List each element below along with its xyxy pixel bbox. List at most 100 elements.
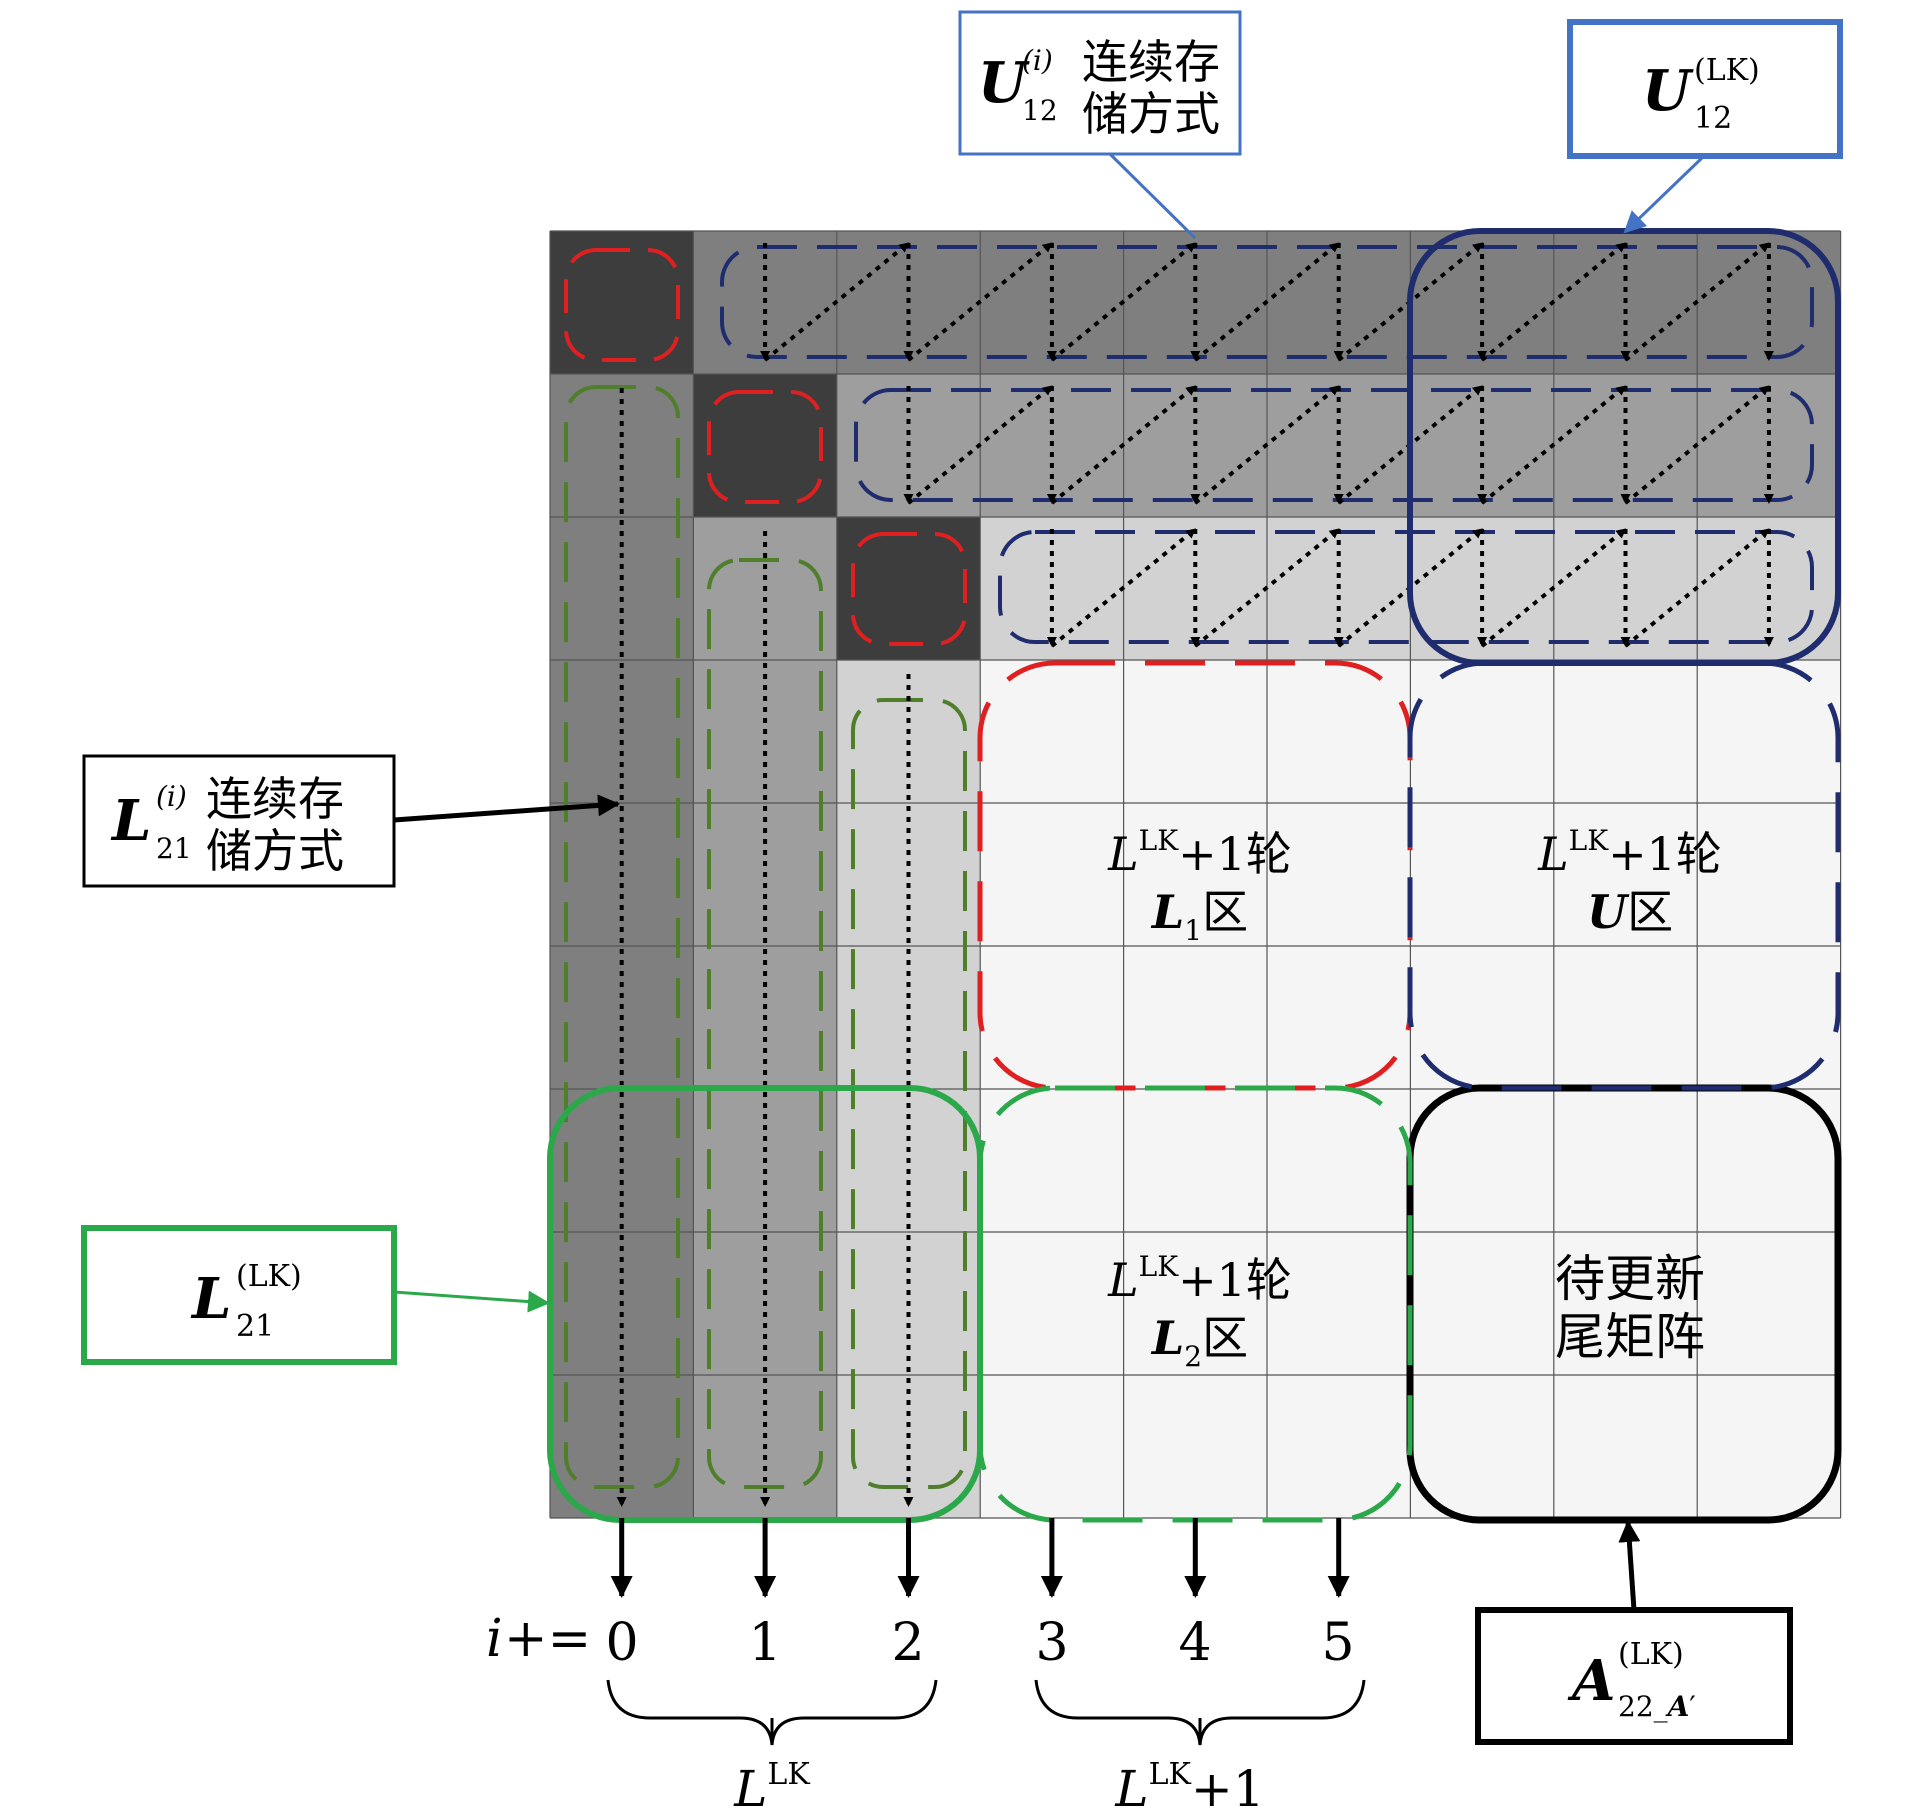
u-order-diag-arrow <box>1480 384 1627 505</box>
matrix-cell <box>980 1375 1124 1518</box>
col-index-2: 2 <box>891 1613 924 1673</box>
matrix-cell <box>1553 1375 1698 1518</box>
diagonal-block-0 <box>564 248 680 362</box>
svg-text:LLK+1轮: LLK+1轮 <box>1107 1250 1292 1307</box>
svg-text:连续存: 连续存 <box>1082 35 1220 89</box>
col-index-3: 3 <box>1035 1613 1068 1673</box>
region-u-label: LLK+1轮 U区 <box>1537 824 1722 939</box>
u-order-diag-arrow <box>907 384 1054 505</box>
svg-text:+=: += <box>504 1609 591 1669</box>
svg-text:LLK+1轮: LLK+1轮 <box>1537 824 1722 881</box>
u-order-diag-arrow <box>1624 241 1771 362</box>
matrix-cell <box>1267 1375 1411 1518</box>
u-order-diag-arrow <box>1624 384 1771 505</box>
matrix-cell <box>1267 1232 1411 1375</box>
u-order-diag-arrow <box>1194 527 1340 648</box>
group-braces <box>606 1679 1366 1746</box>
u-order-diag-arrow <box>1480 527 1627 648</box>
u-order-diag-arrow <box>1194 241 1340 362</box>
svg-text:待更新: 待更新 <box>1555 1250 1705 1308</box>
svg-text:尾矩阵: 尾矩阵 <box>1555 1308 1705 1366</box>
matrix-cell <box>1123 1232 1267 1375</box>
diagonal-block-2 <box>851 532 967 646</box>
region-l1-label: LLK+1轮 L1区 <box>1107 824 1292 947</box>
matrix-cell <box>1410 1089 1554 1232</box>
u-order-diag-arrow <box>1194 384 1340 505</box>
matrix-cell <box>1697 946 1841 1089</box>
matrix-cell <box>1123 1375 1267 1518</box>
a22-callout: A (LK) 22_A′ <box>1475 1520 1793 1745</box>
svg-text:U: U <box>978 50 1030 116</box>
svg-text:储方式: 储方式 <box>1082 87 1220 141</box>
svg-text:21: 21 <box>156 832 192 865</box>
col-index-5: 5 <box>1321 1613 1354 1673</box>
svg-text:(i): (i) <box>156 780 187 813</box>
brace-labels: LLK LLK+1 <box>733 1757 1264 1818</box>
matrix-cell <box>980 1232 1124 1375</box>
svg-text:LLK+1: LLK+1 <box>1114 1757 1264 1818</box>
l21-column-band-1 <box>707 558 823 1489</box>
u-order-diag-arrow <box>1050 241 1197 362</box>
l21-lk-callout: L (LK) 21 <box>81 1225 550 1365</box>
matrix-cell <box>980 660 1124 803</box>
svg-text:(i): (i) <box>1022 44 1053 77</box>
col-index-1: 1 <box>748 1613 781 1673</box>
matrix-cell <box>1553 946 1698 1089</box>
matrix-cell <box>980 803 1124 946</box>
svg-text:U区: U区 <box>1587 885 1673 939</box>
l21-i-callout: L (i) 21 连续存 储方式 <box>82 754 620 888</box>
u-order-diag-arrow <box>1050 384 1197 505</box>
svg-text:LLK+1轮: LLK+1轮 <box>1107 824 1292 881</box>
svg-text:LLK: LLK <box>733 1757 810 1818</box>
u-order-diag-arrow <box>1624 527 1771 648</box>
svg-text:12: 12 <box>1694 101 1732 136</box>
matrix-cell <box>693 374 837 517</box>
matrix-cell <box>1553 1089 1698 1232</box>
column-output-arrows <box>610 1518 1350 1598</box>
matrix-cell <box>980 1089 1124 1232</box>
svg-text:连续存: 连续存 <box>206 772 344 826</box>
matrix-cell <box>1123 1089 1267 1232</box>
col-index-4: 4 <box>1178 1613 1211 1673</box>
svg-text:L: L <box>110 788 151 854</box>
matrix-cell <box>1123 946 1267 1089</box>
svg-text:21: 21 <box>236 1309 274 1344</box>
matrix-cell <box>1697 660 1841 803</box>
svg-text:L2区: L2区 <box>1150 1311 1248 1373</box>
u-order-diag-arrow <box>907 241 1054 362</box>
matrix-cell <box>1410 660 1554 803</box>
svg-text:A: A <box>1567 1648 1615 1714</box>
matrix-cell <box>1697 1375 1841 1518</box>
diagonal-block-markers <box>564 248 967 646</box>
svg-text:i: i <box>486 1609 503 1669</box>
matrix-cell <box>1697 1232 1841 1375</box>
col-index-0: 0 <box>605 1613 638 1673</box>
u12-row-band-0 <box>720 245 1814 359</box>
svg-text:(LK): (LK) <box>1618 1637 1684 1672</box>
matrix-cell <box>1410 1375 1554 1518</box>
matrix-cell <box>1410 1232 1554 1375</box>
diagonal-block-1 <box>707 390 823 504</box>
u-order-diag-arrow <box>1050 527 1197 648</box>
matrix-cell <box>1267 660 1411 803</box>
matrix-cell <box>1123 660 1267 803</box>
column-index-labels: i += 0 1 2 3 4 5 <box>486 1609 1355 1673</box>
svg-text:12: 12 <box>1022 94 1058 127</box>
matrix-cell <box>1410 803 1554 946</box>
matrix-cell <box>1553 803 1698 946</box>
matrix-cell <box>1267 803 1411 946</box>
matrix-cell <box>1553 660 1698 803</box>
svg-text:(LK): (LK) <box>1694 53 1760 88</box>
matrix-cell <box>1123 803 1267 946</box>
svg-text:L1区: L1区 <box>1150 885 1248 947</box>
tail-matrix-label: 待更新 尾矩阵 <box>1555 1250 1705 1366</box>
matrix-cell <box>1697 1089 1841 1232</box>
svg-text:储方式: 储方式 <box>206 824 344 878</box>
u12-i-callout: U (i) 12 连续存 储方式 <box>958 10 1242 240</box>
u-order-diag-arrow <box>1480 241 1627 362</box>
u-order-diag-arrow <box>763 241 910 362</box>
matrix-cell <box>550 231 694 374</box>
region-u-outline <box>1407 660 1841 1091</box>
matrix-cell <box>1697 803 1841 946</box>
